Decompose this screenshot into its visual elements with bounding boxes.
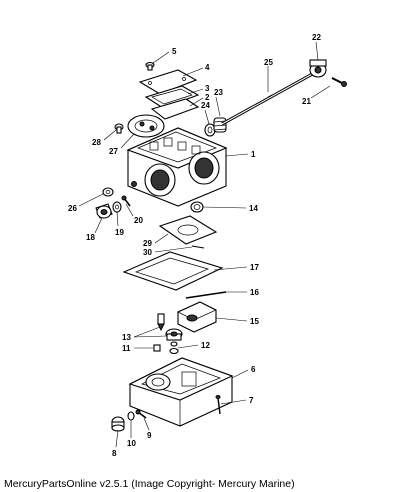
part-11-jet bbox=[153, 344, 161, 352]
part-15-float bbox=[177, 301, 217, 333]
callout-4: 4 bbox=[205, 63, 210, 72]
callout-7: 7 bbox=[249, 396, 254, 405]
part-10-washer bbox=[127, 411, 135, 421]
part-18-fitting bbox=[95, 203, 113, 219]
part-23-spring bbox=[213, 117, 227, 133]
part-27-diaphragm bbox=[127, 114, 165, 138]
part-3-gasket bbox=[144, 85, 200, 109]
part-4-cover-plate bbox=[138, 69, 198, 95]
callout-2: 2 bbox=[205, 93, 210, 102]
part-6-float-bowl bbox=[128, 357, 234, 427]
part-29-gasket bbox=[158, 215, 218, 245]
callout-12: 12 bbox=[201, 341, 210, 350]
part-8-drain-plug bbox=[111, 416, 125, 432]
callout-11: 11 bbox=[122, 344, 131, 353]
part-26-plug bbox=[102, 187, 114, 197]
part-21-screw bbox=[331, 77, 347, 87]
carburetor-exploded-diagram: 5 4 3 2 24 23 25 22 21 28 27 1 26 20 18 … bbox=[68, 33, 347, 458]
part-28-fitting bbox=[114, 123, 124, 134]
part-13-seat bbox=[165, 328, 183, 341]
callout-29: 29 bbox=[143, 239, 152, 248]
part-12-washer bbox=[169, 341, 179, 355]
callout-6: 6 bbox=[251, 365, 256, 374]
callout-17: 17 bbox=[250, 263, 259, 272]
part-24-fitting bbox=[204, 123, 216, 137]
part-1-carburetor-body bbox=[126, 127, 228, 207]
part-2-plate bbox=[150, 98, 200, 120]
part-22-lever bbox=[309, 59, 327, 78]
callout-9: 9 bbox=[147, 431, 152, 440]
callout-5: 5 bbox=[172, 47, 177, 56]
callout-10: 10 bbox=[127, 439, 136, 448]
callout-13: 13 bbox=[122, 333, 131, 342]
image-caption: MercuryPartsOnline v2.5.1 (Image Copyrig… bbox=[4, 478, 295, 490]
callout-19: 19 bbox=[115, 228, 124, 237]
callout-15: 15 bbox=[250, 317, 259, 326]
part-5-screw bbox=[145, 61, 155, 71]
part-30-pin bbox=[191, 245, 205, 249]
callout-24: 24 bbox=[201, 101, 210, 110]
callout-8: 8 bbox=[112, 449, 117, 458]
callout-labels: 5 4 3 2 24 23 25 22 21 28 27 1 26 20 18 … bbox=[68, 33, 321, 458]
part-7-screw bbox=[215, 395, 221, 415]
leader-lines bbox=[78, 41, 331, 448]
callout-3: 3 bbox=[205, 84, 210, 93]
callout-14: 14 bbox=[249, 204, 258, 213]
part-16-float-pin bbox=[185, 291, 227, 299]
part-19-washer bbox=[112, 201, 122, 213]
callout-26: 26 bbox=[68, 204, 77, 213]
callout-21: 21 bbox=[302, 97, 311, 106]
callout-27: 27 bbox=[109, 147, 118, 156]
part-20-screw bbox=[121, 195, 131, 207]
callout-1: 1 bbox=[251, 150, 256, 159]
callout-22: 22 bbox=[312, 33, 321, 42]
callout-28: 28 bbox=[92, 138, 101, 147]
callout-25: 25 bbox=[264, 58, 273, 67]
callout-30: 30 bbox=[143, 248, 152, 257]
part-9-screw bbox=[135, 409, 147, 419]
part-14-screen bbox=[190, 201, 204, 213]
callout-16: 16 bbox=[250, 288, 259, 297]
callout-23: 23 bbox=[214, 88, 223, 97]
callout-20: 20 bbox=[134, 216, 143, 225]
part-17-gasket bbox=[122, 251, 224, 291]
part-25-throttle-shaft bbox=[221, 70, 317, 126]
callout-18: 18 bbox=[86, 233, 95, 242]
